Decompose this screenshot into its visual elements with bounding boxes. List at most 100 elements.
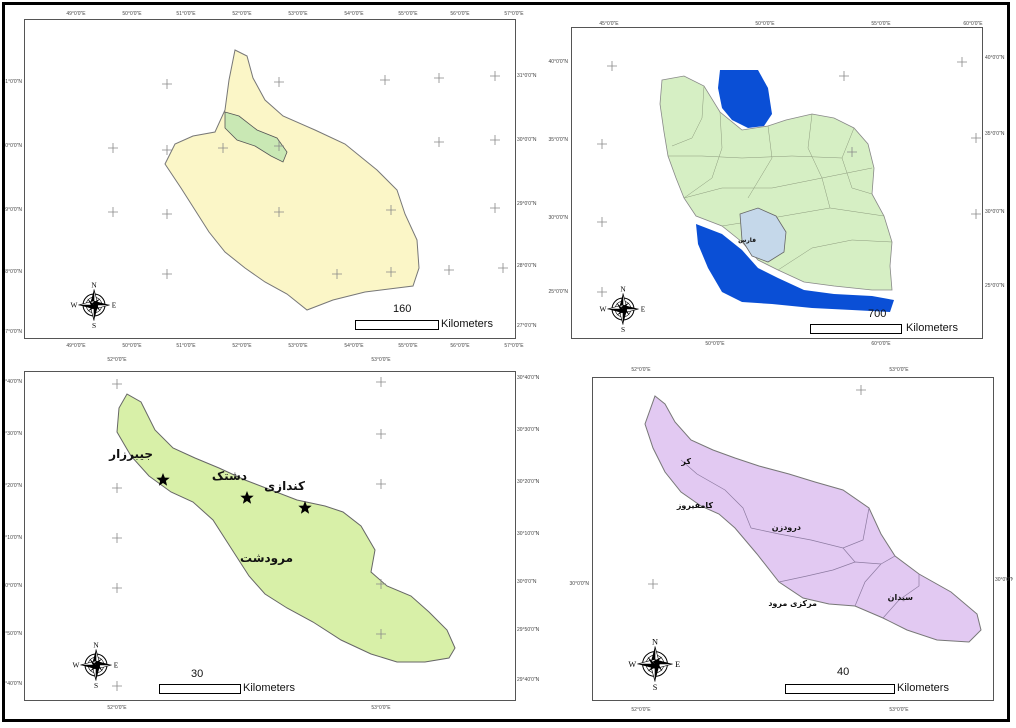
graticule-cross: [274, 77, 284, 87]
marvdasht-bottom-tick: 53°0'0"E: [371, 705, 391, 711]
fars-bottom-tick: 57°0'0"E: [504, 343, 524, 349]
graticule-cross: [376, 579, 386, 589]
fars-right-tick: 27°0'0"N: [517, 323, 537, 329]
fars-left-tick: 31°0'0"N: [5, 79, 22, 85]
graticule-cross: [108, 207, 118, 217]
compass-n: N: [91, 280, 97, 289]
iran-bottom-tick: 50°0'0"E: [705, 341, 725, 347]
graticule-cross: [108, 143, 118, 153]
marvdasht-top-tick: 53°0'0"E: [371, 357, 391, 363]
graticule-cross: [376, 479, 386, 489]
compass-e: E: [112, 301, 117, 310]
marvdasht-left-tick: 30°30'0"N: [5, 431, 22, 437]
fars-bottom-tick: 54°0'0"E: [344, 343, 364, 349]
caspian-sea: [718, 70, 772, 128]
marvdasht-right-tick: 30°0'0"N: [517, 579, 537, 585]
iran-right-tick: 40°0'0"N: [985, 55, 1005, 61]
marvdasht-right-tick: 29°40'0"N: [517, 677, 540, 683]
compass-e: E: [641, 305, 646, 314]
districts-scale-unit: Kilometers: [897, 682, 949, 694]
fars-left-tick: 30°0'0"N: [5, 143, 22, 149]
graticule-cross: [386, 267, 396, 277]
districts-top-tick: 53°0'0"E: [889, 367, 909, 373]
fars-top-tick: 55°0'0"E: [398, 11, 418, 17]
fars-top-tick: 51°0'0"E: [176, 11, 196, 17]
persian-gulf: [696, 224, 894, 312]
marvdasht-bottom-tick: 52°0'0"E: [107, 705, 127, 711]
compass-w: W: [70, 301, 77, 310]
dashtak-star-icon: [240, 491, 254, 504]
fars-bottom-tick: 53°0'0"E: [288, 343, 308, 349]
district-markazi: مرکزی مرود: [768, 599, 817, 608]
graticule-cross: [839, 71, 849, 81]
graticule-cross: [274, 141, 284, 151]
graticule-cross: [376, 429, 386, 439]
graticule-cross: [444, 265, 454, 275]
compass-s: S: [94, 681, 98, 690]
iran-country-shape: [659, 75, 893, 291]
marvdasht-right-tick: 29°50'0"N: [517, 627, 540, 633]
fars-left-tick: 28°0'0"N: [5, 269, 22, 275]
marvdasht-map: جیبرزار دشتک کندازی مرودشت: [108, 377, 456, 691]
fars-left-tick: 27°0'0"N: [5, 329, 22, 335]
graticule-cross: [380, 75, 390, 85]
marvdasht-scale-unit: Kilometers: [243, 682, 295, 694]
graticule-cross: [274, 207, 284, 217]
graticule-cross: [597, 139, 607, 149]
iran-left-tick: 25°0'0"N: [549, 289, 569, 295]
fars-left-tick: 29°0'0"N: [5, 207, 22, 213]
graticule-cross: [847, 147, 857, 157]
districts-bottom-tick: 53°0'0"E: [889, 707, 909, 713]
graticule-cross: [434, 137, 444, 147]
compass-s: S: [621, 325, 625, 334]
fars-province-shape: [164, 49, 420, 311]
iran-right-tick: 35°0'0"N: [985, 131, 1005, 137]
districts-right-tick: 30°0'0"N: [995, 577, 1013, 583]
fars-top-tick: 57°0'0"E: [504, 11, 524, 17]
iran-map: فارس: [597, 57, 981, 312]
kondazi-star-icon: [298, 501, 312, 514]
districts-scale-bar: [785, 684, 895, 694]
iran-right-tick: 25°0'0"N: [985, 283, 1005, 289]
district-dorodzan: درودزن: [772, 523, 801, 532]
districts-scale-value: 40: [837, 666, 850, 678]
districts-map: کر کامفیروز درودزن سیدان مرکزی مرود: [644, 385, 982, 643]
compass-n: N: [620, 284, 626, 293]
marvdasht-top-tick: 52°0'0"E: [107, 357, 127, 363]
district-kor: کر: [680, 457, 691, 466]
graticule-cross: [162, 269, 172, 279]
graticule-cross: [112, 681, 122, 691]
marvdasht-scale-value: 30: [191, 668, 204, 680]
compass-n: N: [93, 640, 99, 649]
fars-right-tick: 31°0'0"N: [517, 73, 537, 79]
fars-bottom-tick: 52°0'0"E: [232, 343, 252, 349]
fars-scale-value: 160: [393, 303, 412, 315]
graticule-cross: [218, 143, 228, 153]
iran-left-tick: 30°0'0"N: [549, 215, 569, 221]
marvdasht-right-tick: 30°40'0"N: [517, 375, 540, 381]
fars-top-tick: 52°0'0"E: [232, 11, 252, 17]
place-marvdasht: مرودشت: [240, 551, 293, 566]
fars-bottom-tick: 56°0'0"E: [450, 343, 470, 349]
jirzar-star-icon: [156, 473, 170, 486]
marvdasht-right-tick: 30°30'0"N: [517, 427, 540, 433]
fars-top-tick: 54°0'0"E: [344, 11, 364, 17]
graticule-cross: [607, 61, 617, 71]
marvdasht-shape: [116, 393, 456, 663]
fars-right-tick: 29°0'0"N: [517, 201, 537, 207]
fars-top-tick: 49°0'0"E: [66, 11, 86, 17]
district-seydan: سیدان: [888, 593, 913, 602]
iran-bottom-tick: 60°0'0"E: [871, 341, 891, 347]
fars-label: فارس: [738, 237, 756, 244]
graticule-cross: [597, 217, 607, 227]
marvdasht-left-tick: 29°40'0"N: [5, 681, 22, 687]
marvdasht-right-tick: 30°10'0"N: [517, 531, 540, 537]
graticule-cross: [498, 263, 508, 273]
compass-e: E: [675, 660, 680, 669]
fars-top-tick: 53°0'0"E: [288, 11, 308, 17]
graticule-cross: [648, 579, 658, 589]
